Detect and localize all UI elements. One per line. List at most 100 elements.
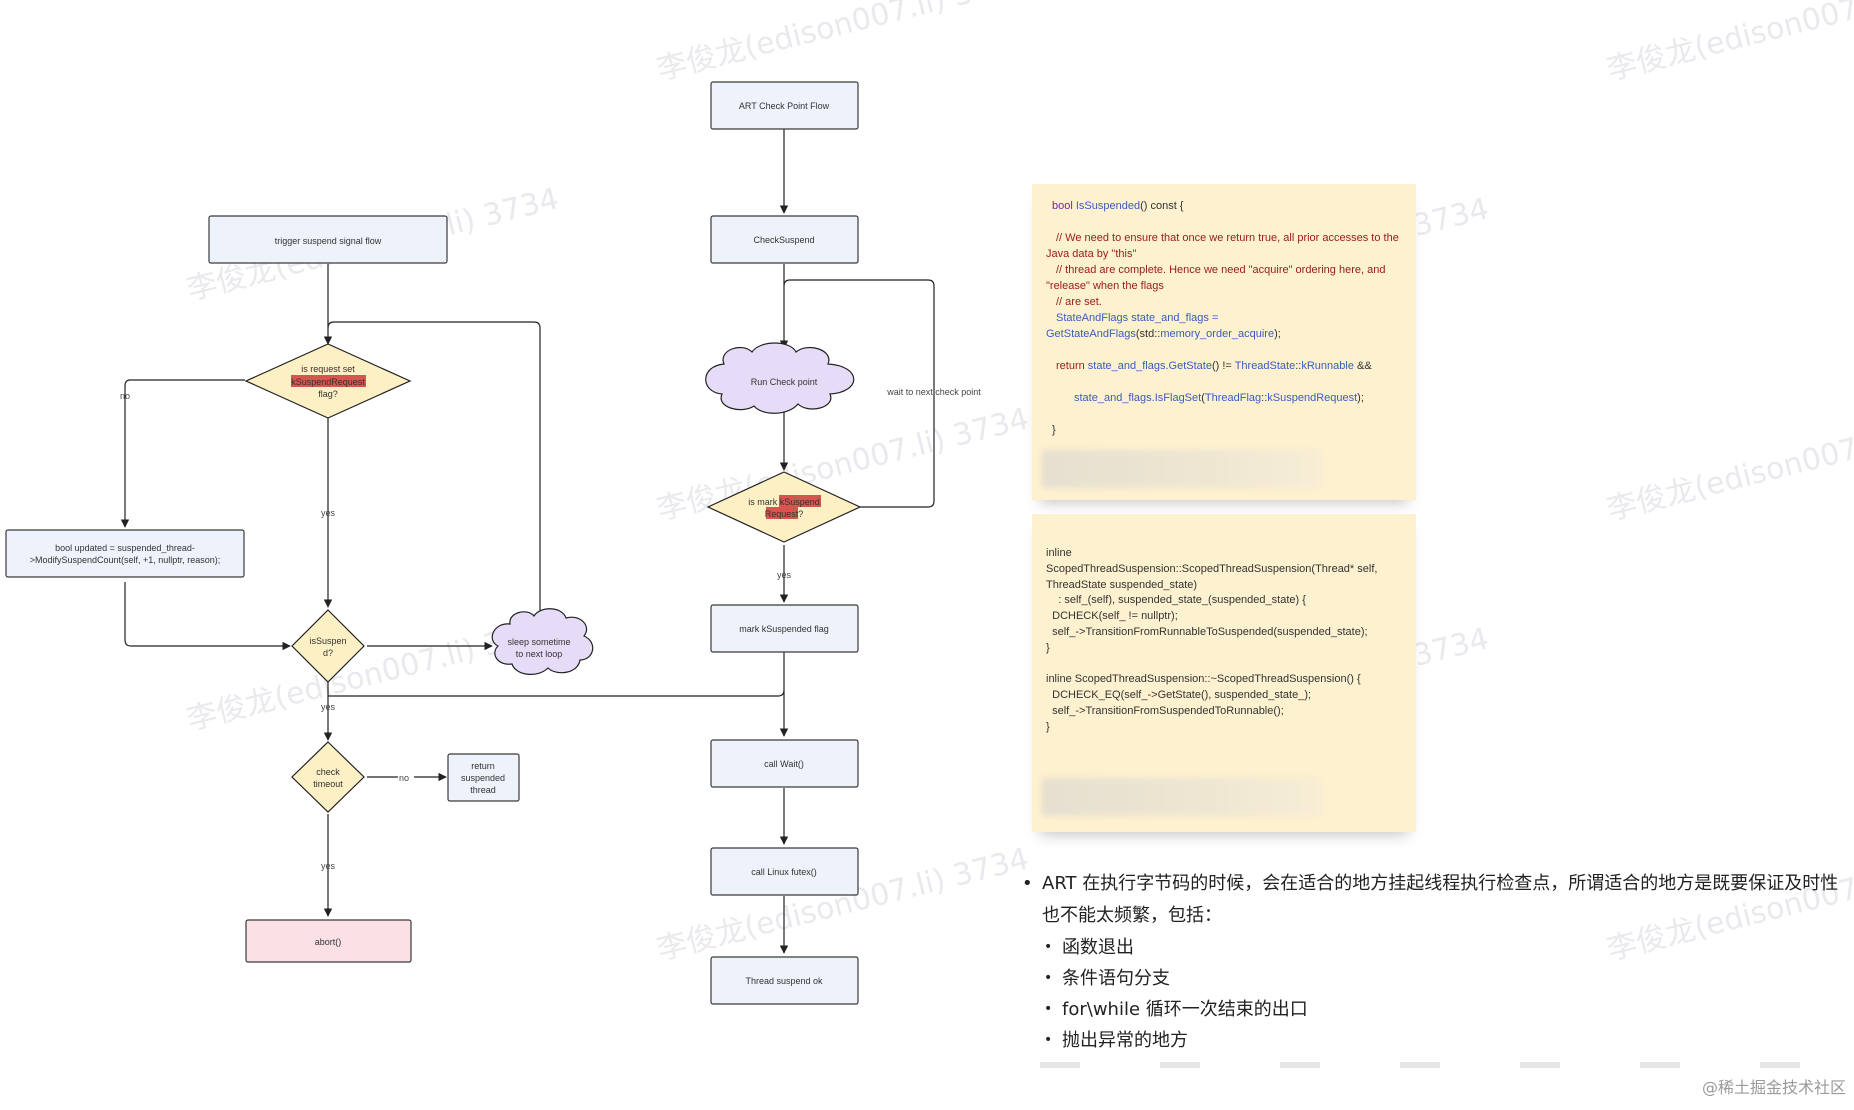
node-call-wait[interactable]: call Wait() <box>710 739 859 788</box>
site-watermark: @稀土掘金技术社区 <box>1701 1078 1846 1097</box>
watermark-layer: 李俊龙(edison007.li) 3734 李俊龙(edison007.li)… <box>183 0 1854 968</box>
node-label: flag? <box>318 389 338 399</box>
node-label: thread <box>470 785 496 795</box>
blurred-region <box>1042 450 1322 488</box>
list-item: • for\while 循环一次结束的出口 <box>1042 994 1848 1025</box>
list-item-text: 抛出异常的地方 <box>1062 1030 1188 1051</box>
code-text: :: <box>1261 392 1268 404</box>
node-label: to next loop <box>516 649 563 659</box>
notes-section: • ART 在执行字节码的时候，会在适合的地方挂起线程执行检查点，所谓适合的地方… <box>1018 868 1848 1056</box>
list-item-text: 条件语句分支 <box>1062 968 1170 989</box>
node-is-suspended[interactable]: isSuspen d? <box>291 609 365 683</box>
node-label: ART Check Point Flow <box>739 101 830 111</box>
notes-list: •函数退出 •条件语句分支 •for\while 循环一次结束的出口 •抛出异常… <box>1018 932 1848 1056</box>
node-is-mark-ksuspend[interactable]: is mark kSuspend Request? <box>706 471 862 543</box>
edge-label-yes: yes <box>321 702 336 712</box>
node-run-check-point-cloud[interactable]: Run Check point <box>705 342 855 414</box>
edge-label-no: no <box>120 391 130 401</box>
code-text: (std:: <box>1135 328 1161 340</box>
node-return-thread[interactable]: return suspended thread <box>447 753 520 802</box>
node-label: mark kSuspended flag <box>739 624 829 634</box>
list-item-text: for\while 循环一次结束的出口 <box>1062 999 1308 1020</box>
code-text: StateAndFlags state_and_flags = <box>1056 312 1219 324</box>
node-label: timeout <box>313 779 343 789</box>
code-line: state_and_flags.IsFlagSet(ThreadFlag::kS… <box>1046 390 1402 406</box>
node-label: is mark kSuspend <box>748 497 820 507</box>
node-label: is request set <box>301 364 355 374</box>
code-comment: // thread are complete. Hence we need "a… <box>1046 264 1386 292</box>
code-identifier: ThreadState <box>1234 360 1296 372</box>
code-text: ); <box>1357 392 1364 404</box>
node-bool-updated[interactable]: bool updated = suspended_thread- >Modify… <box>5 529 245 578</box>
node-abort[interactable]: abort() <box>245 919 412 963</box>
watermark: 李俊龙(edison007.li) 3734 <box>1603 401 1854 527</box>
code-comment: // are set. <box>1056 296 1102 308</box>
node-check-timeout[interactable]: check timeout <box>291 741 365 813</box>
node-label: Thread suspend ok <box>745 976 823 986</box>
bullet-icon: • <box>1044 1032 1053 1048</box>
watermark: 李俊龙(edison007.li) 3734 <box>1603 0 1854 88</box>
code-line: return state_and_flags.GetState() != Thr… <box>1046 358 1402 374</box>
node-label: bool updated = suspended_thread- <box>55 543 195 553</box>
code-line: bool IsSuspended() const { <box>1046 198 1402 214</box>
notes-main-text: ART 在执行字节码的时候，会在适合的地方挂起线程执行检查点，所谓适合的地方是既… <box>1042 873 1839 926</box>
bullet-icon: • <box>1022 873 1033 894</box>
code-text: () const { <box>1140 200 1184 212</box>
code-function: state_and_flags.GetState <box>1087 360 1212 372</box>
code-card-is-suspended: bool IsSuspended() const { // We need to… <box>1032 184 1416 500</box>
code-identifier: kSuspendRequest <box>1267 392 1358 404</box>
code-block: inline ScopedThreadSuspension::ScopedThr… <box>1046 547 1378 733</box>
node-mark-ksuspended[interactable]: mark kSuspended flag <box>710 604 859 653</box>
blurred-region <box>1042 778 1322 816</box>
code-comment: // We need to ensure that once we return… <box>1046 232 1399 260</box>
node-label: check <box>316 767 340 777</box>
node-label: >ModifySuspendCount(self, +1, nullptr, r… <box>30 555 221 565</box>
node-thread-suspend-ok[interactable]: Thread suspend ok <box>710 956 859 1005</box>
list-item: • 条件语句分支 <box>1042 963 1848 994</box>
code-line: GetStateAndFlags(std::memory_order_acqui… <box>1046 326 1402 342</box>
node-label: trigger suspend signal flow <box>275 236 382 246</box>
bullet-icon: • <box>1044 1001 1053 1017</box>
node-label-highlighted: kSuspendRequest <box>291 377 365 387</box>
node-art-check-point-flow[interactable]: ART Check Point Flow <box>710 81 859 130</box>
node-sleep-cloud[interactable]: sleep sometime to next loop <box>491 608 594 675</box>
node-check-suspend[interactable]: CheckSuspend <box>710 215 859 264</box>
node-label: abort() <box>315 937 342 947</box>
code-keyword: bool <box>1052 200 1073 212</box>
bullet-icon: • <box>1044 939 1053 955</box>
code-card-scoped-suspension: inline ScopedThreadSuspension::ScopedThr… <box>1032 514 1416 832</box>
cropped-text-line <box>1040 1062 1800 1068</box>
code-text: :: <box>1295 360 1302 372</box>
bullet-icon: • <box>1044 970 1053 986</box>
highlight-request <box>766 507 798 519</box>
highlight-ksuspendrequest <box>291 375 366 387</box>
node-label: call Wait() <box>764 759 804 769</box>
node-label: d? <box>323 648 333 658</box>
edge-label-yes: yes <box>321 861 336 871</box>
edge-label-yes: yes <box>321 508 336 518</box>
code-function: GetStateAndFlags <box>1046 328 1136 340</box>
edge-label-wait: wait to next check point <box>886 387 981 397</box>
node-label: return <box>471 761 495 771</box>
code-keyword: return <box>1056 360 1088 372</box>
right-flow-edges <box>328 129 935 954</box>
code-line: StateAndFlags state_and_flags = <box>1046 310 1402 326</box>
code-identifier: kRunnable <box>1301 360 1354 372</box>
code-text: ); <box>1274 328 1281 340</box>
watermark: 李俊龙(edison007.li) 3734 <box>653 0 1032 88</box>
node-trigger-suspend[interactable]: trigger suspend signal flow <box>208 215 448 264</box>
edge-labels: no yes yes no yes yes wait to next check… <box>120 387 981 871</box>
node-label: sleep sometime <box>507 637 570 647</box>
list-item: • 抛出异常的地方 <box>1042 1025 1848 1056</box>
code-function: IsSuspended <box>1075 200 1141 212</box>
code-line: } <box>1052 424 1056 436</box>
node-label: Request? <box>765 509 804 519</box>
code-function: state_and_flags.IsFlagSet <box>1074 392 1202 404</box>
node-label: call Linux futex() <box>751 867 817 877</box>
node-call-futex[interactable]: call Linux futex() <box>710 847 859 896</box>
node-is-request-set[interactable]: is request set kSuspendRequest flag? <box>244 343 412 419</box>
notes-main-paragraph: • ART 在执行字节码的时候，会在适合的地方挂起线程执行检查点，所谓适合的地方… <box>1018 868 1848 932</box>
code-identifier: ThreadFlag <box>1204 392 1262 404</box>
highlight-ksuspend <box>779 495 821 507</box>
